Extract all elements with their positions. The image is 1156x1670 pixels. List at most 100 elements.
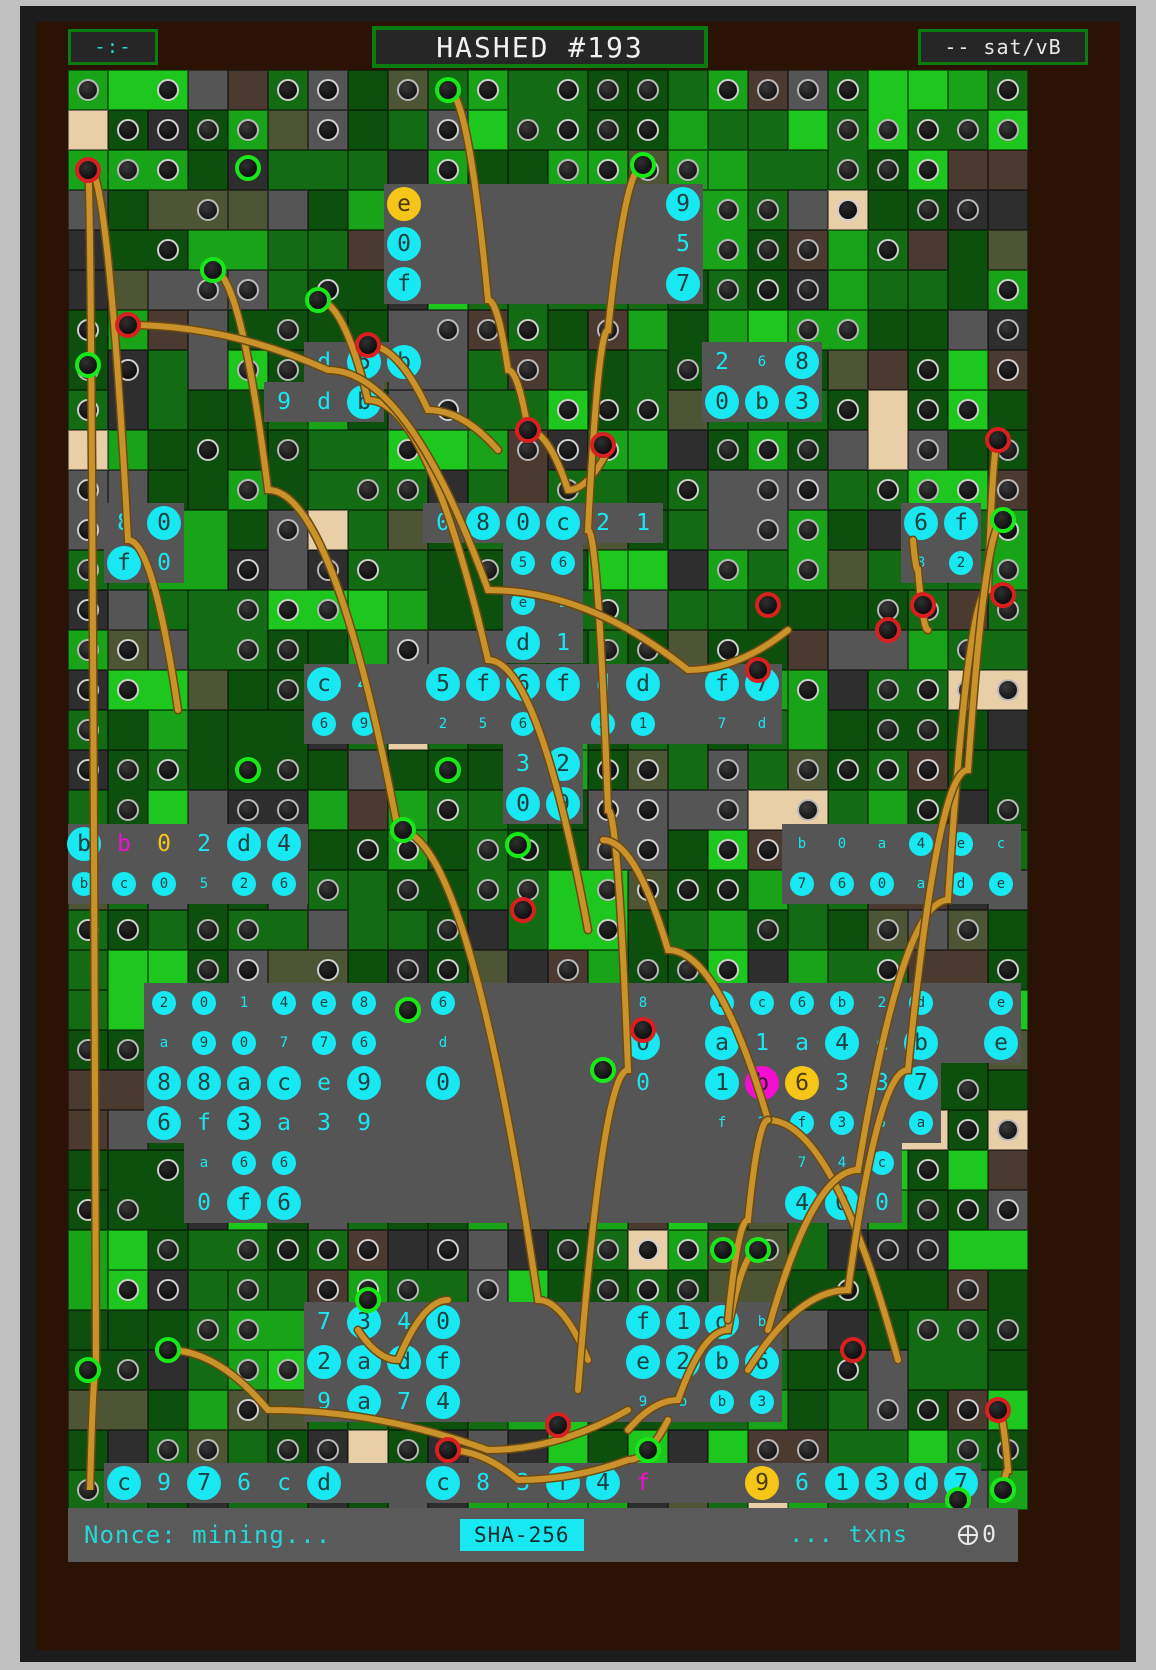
hex-chip[interactable]: b <box>710 1390 734 1414</box>
hex-chip[interactable]: 2 <box>715 348 729 375</box>
hex-chip[interactable]: d <box>757 716 767 732</box>
hex-chip[interactable]: 6 <box>147 1106 181 1140</box>
board-cell[interactable] <box>908 310 948 350</box>
board-cell[interactable] <box>948 350 988 390</box>
board-cell[interactable] <box>908 230 948 270</box>
board-cell[interactable] <box>268 230 308 270</box>
hex-chip[interactable]: 9 <box>317 1388 331 1415</box>
hex-chip[interactable]: a <box>347 1385 381 1419</box>
hex-chip[interactable]: c <box>307 667 341 701</box>
hex-chip[interactable]: b <box>745 1066 779 1100</box>
hex-chip[interactable]: b <box>757 1314 767 1330</box>
hex-chip[interactable]: f <box>717 1115 727 1131</box>
hex-chip[interactable]: 6 <box>785 1066 819 1100</box>
hex-chip[interactable]: 0 <box>436 509 450 536</box>
board-cell[interactable] <box>708 110 748 150</box>
hex-chip[interactable]: 0 <box>192 991 216 1015</box>
board-cell[interactable] <box>188 150 228 190</box>
hex-chip[interactable]: 6 <box>511 712 535 736</box>
hex-chip[interactable]: 8 <box>916 555 926 571</box>
hex-chip[interactable]: 4 <box>837 1155 847 1171</box>
hex-chip[interactable]: d <box>909 991 933 1015</box>
hex-chip[interactable]: a <box>277 1109 291 1136</box>
hex-chip[interactable]: d <box>387 1345 421 1379</box>
hex-chip[interactable]: c <box>112 872 136 896</box>
hex-chip[interactable]: 2 <box>949 551 973 575</box>
hex-chip[interactable]: 6 <box>272 1151 296 1175</box>
hex-chip[interactable]: b <box>830 991 854 1015</box>
board-cell[interactable] <box>948 230 988 310</box>
hex-chip[interactable]: 4 <box>267 827 301 861</box>
hex-chip[interactable]: a <box>710 991 734 1015</box>
hex-chip[interactable]: 0 <box>387 227 421 261</box>
hex-chip[interactable]: 8 <box>785 345 819 379</box>
hex-chip[interactable]: 1 <box>755 1029 769 1056</box>
hex-chip[interactable]: 9 <box>157 1469 171 1496</box>
hex-chip[interactable]: b <box>678 1394 688 1410</box>
hex-chip[interactable]: b <box>67 827 101 861</box>
hex-chip[interactable]: 3 <box>785 385 819 419</box>
board-cell[interactable] <box>868 350 908 390</box>
board-cell[interactable] <box>268 190 308 230</box>
board-cell[interactable] <box>348 110 388 150</box>
hex-chip[interactable]: 2 <box>197 830 211 857</box>
board-cell[interactable] <box>908 270 948 310</box>
hex-chip[interactable]: c <box>870 1151 894 1175</box>
hex-chip[interactable]: d <box>626 667 660 701</box>
board-cell[interactable] <box>268 110 308 150</box>
hex-chip[interactable]: c <box>750 991 774 1015</box>
hex-chip[interactable]: 7 <box>187 1466 221 1500</box>
hex-chip[interactable]: 0 <box>157 830 171 857</box>
hex-chip[interactable]: 5 <box>478 716 488 732</box>
hex-chip[interactable]: e <box>312 991 336 1015</box>
board-cell[interactable] <box>188 70 228 110</box>
board-cell[interactable] <box>948 150 988 190</box>
clock-display[interactable]: -:- <box>68 29 158 65</box>
hex-chip[interactable]: 7 <box>745 667 779 701</box>
hex-chip[interactable]: f <box>227 1186 261 1220</box>
hex-chip[interactable]: 0 <box>197 1189 211 1216</box>
board-cell[interactable] <box>388 110 428 150</box>
hex-chip[interactable]: b <box>745 385 779 419</box>
hex-chip[interactable]: 5 <box>426 667 460 701</box>
hex-chip[interactable]: c <box>426 1466 460 1500</box>
hex-chip[interactable]: f <box>636 1469 650 1496</box>
hex-chip[interactable]: 6 <box>790 991 814 1015</box>
hex-chip[interactable]: 2 <box>666 1345 700 1379</box>
hex-chip[interactable]: 2 <box>232 872 256 896</box>
hex-chip[interactable]: d <box>438 1035 448 1051</box>
hex-chip[interactable]: e <box>989 991 1013 1015</box>
hex-chip[interactable]: d <box>307 1466 341 1500</box>
board-cell[interactable] <box>588 70 628 110</box>
hex-chip[interactable]: 6 <box>745 1345 779 1379</box>
board-cell[interactable] <box>948 70 988 110</box>
hex-chip[interactable]: d <box>317 388 331 415</box>
hex-chip[interactable]: 6 <box>795 1469 809 1496</box>
hex-chip[interactable]: 4 <box>785 1186 819 1220</box>
hex-chip[interactable]: f <box>944 506 978 540</box>
hex-chip[interactable]: 3 <box>227 1106 261 1140</box>
hex-chip[interactable]: 9 <box>666 187 700 221</box>
hex-chip[interactable]: 3 <box>347 1305 381 1339</box>
board-cell[interactable] <box>828 270 868 310</box>
hex-chip[interactable]: 7 <box>790 872 814 896</box>
hex-chip[interactable]: 3 <box>516 1469 530 1496</box>
hex-chip[interactable]: 4 <box>272 991 296 1015</box>
hex-chip[interactable]: 7 <box>944 1466 978 1500</box>
board-cell[interactable] <box>348 150 388 190</box>
peer-count[interactable]: 0 <box>958 1522 996 1548</box>
hex-chip[interactable]: 6 <box>232 1151 256 1175</box>
board-cell[interactable] <box>988 150 1028 190</box>
hex-chip[interactable]: 6 <box>312 712 336 736</box>
board-cell[interactable] <box>748 150 828 190</box>
board-cell[interactable] <box>748 110 788 150</box>
hex-chip[interactable]: 2 <box>757 1115 767 1131</box>
board-cell[interactable] <box>708 150 748 190</box>
hex-chip[interactable]: 5 <box>511 551 535 575</box>
hex-chip[interactable]: d <box>227 827 261 861</box>
hex-chip[interactable]: 9 <box>352 712 376 736</box>
hex-chip[interactable]: b <box>117 830 131 857</box>
hex-chip[interactable]: e <box>626 1345 660 1379</box>
hex-chip[interactable]: e <box>511 591 535 615</box>
